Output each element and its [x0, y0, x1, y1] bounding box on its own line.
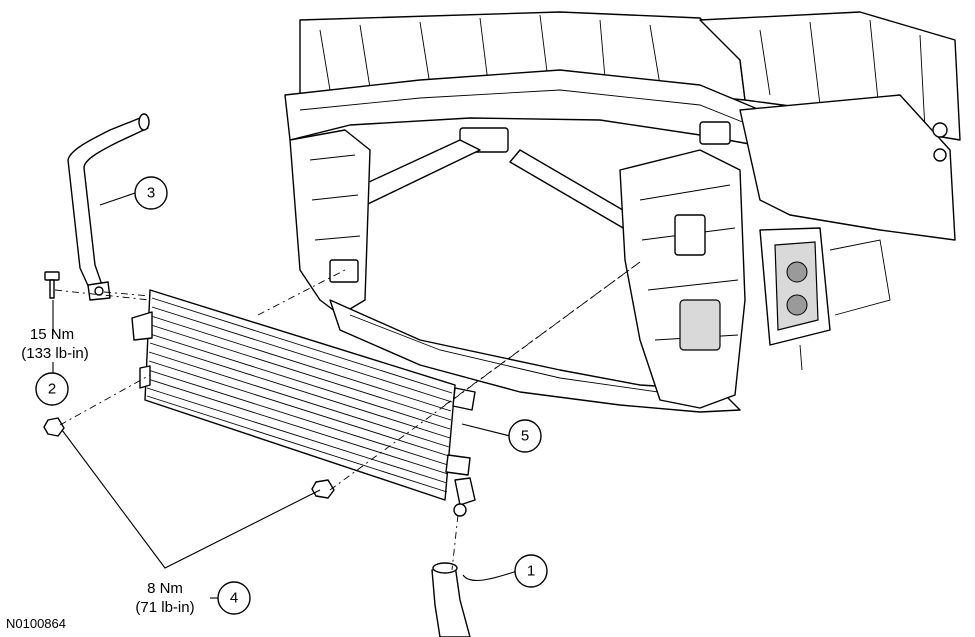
transmission-fluid-cooler	[131, 289, 476, 517]
alignment-lines	[54, 261, 641, 571]
torque-spec-2: 15 Nm (133 lb-in)	[21, 326, 89, 362]
torque-spec-4-imperial: (71 lb-in)	[135, 599, 194, 616]
callout-5: 5	[508, 419, 542, 453]
nut-4-lower	[311, 479, 335, 499]
callout-1-number: 1	[527, 563, 535, 580]
callout-3-number: 3	[147, 185, 155, 202]
torque-spec-4: 8 Nm (71 lb-in)	[135, 580, 194, 616]
leader-lines	[52, 192, 518, 599]
callout-4-number: 4	[230, 590, 238, 607]
callout-2: 2	[35, 372, 69, 406]
callout-2-number: 2	[48, 381, 56, 398]
figure-id: N0100864	[6, 616, 66, 631]
nut-4-upper	[43, 417, 65, 437]
bolt-2	[44, 271, 60, 299]
torque-spec-2-imperial: (133 lb-in)	[21, 345, 89, 362]
callout-3: 3	[134, 176, 168, 210]
radiator-support-assembly	[284, 11, 961, 413]
upper-cooler-hose	[67, 113, 150, 301]
callout-5-number: 5	[521, 428, 529, 445]
torque-spec-4-metric: 8 Nm	[147, 580, 183, 597]
callout-1: 1	[514, 554, 548, 588]
torque-spec-2-metric: 15 Nm	[30, 326, 74, 343]
lower-cooler-hose	[431, 562, 471, 637]
callout-4: 4	[217, 581, 251, 615]
